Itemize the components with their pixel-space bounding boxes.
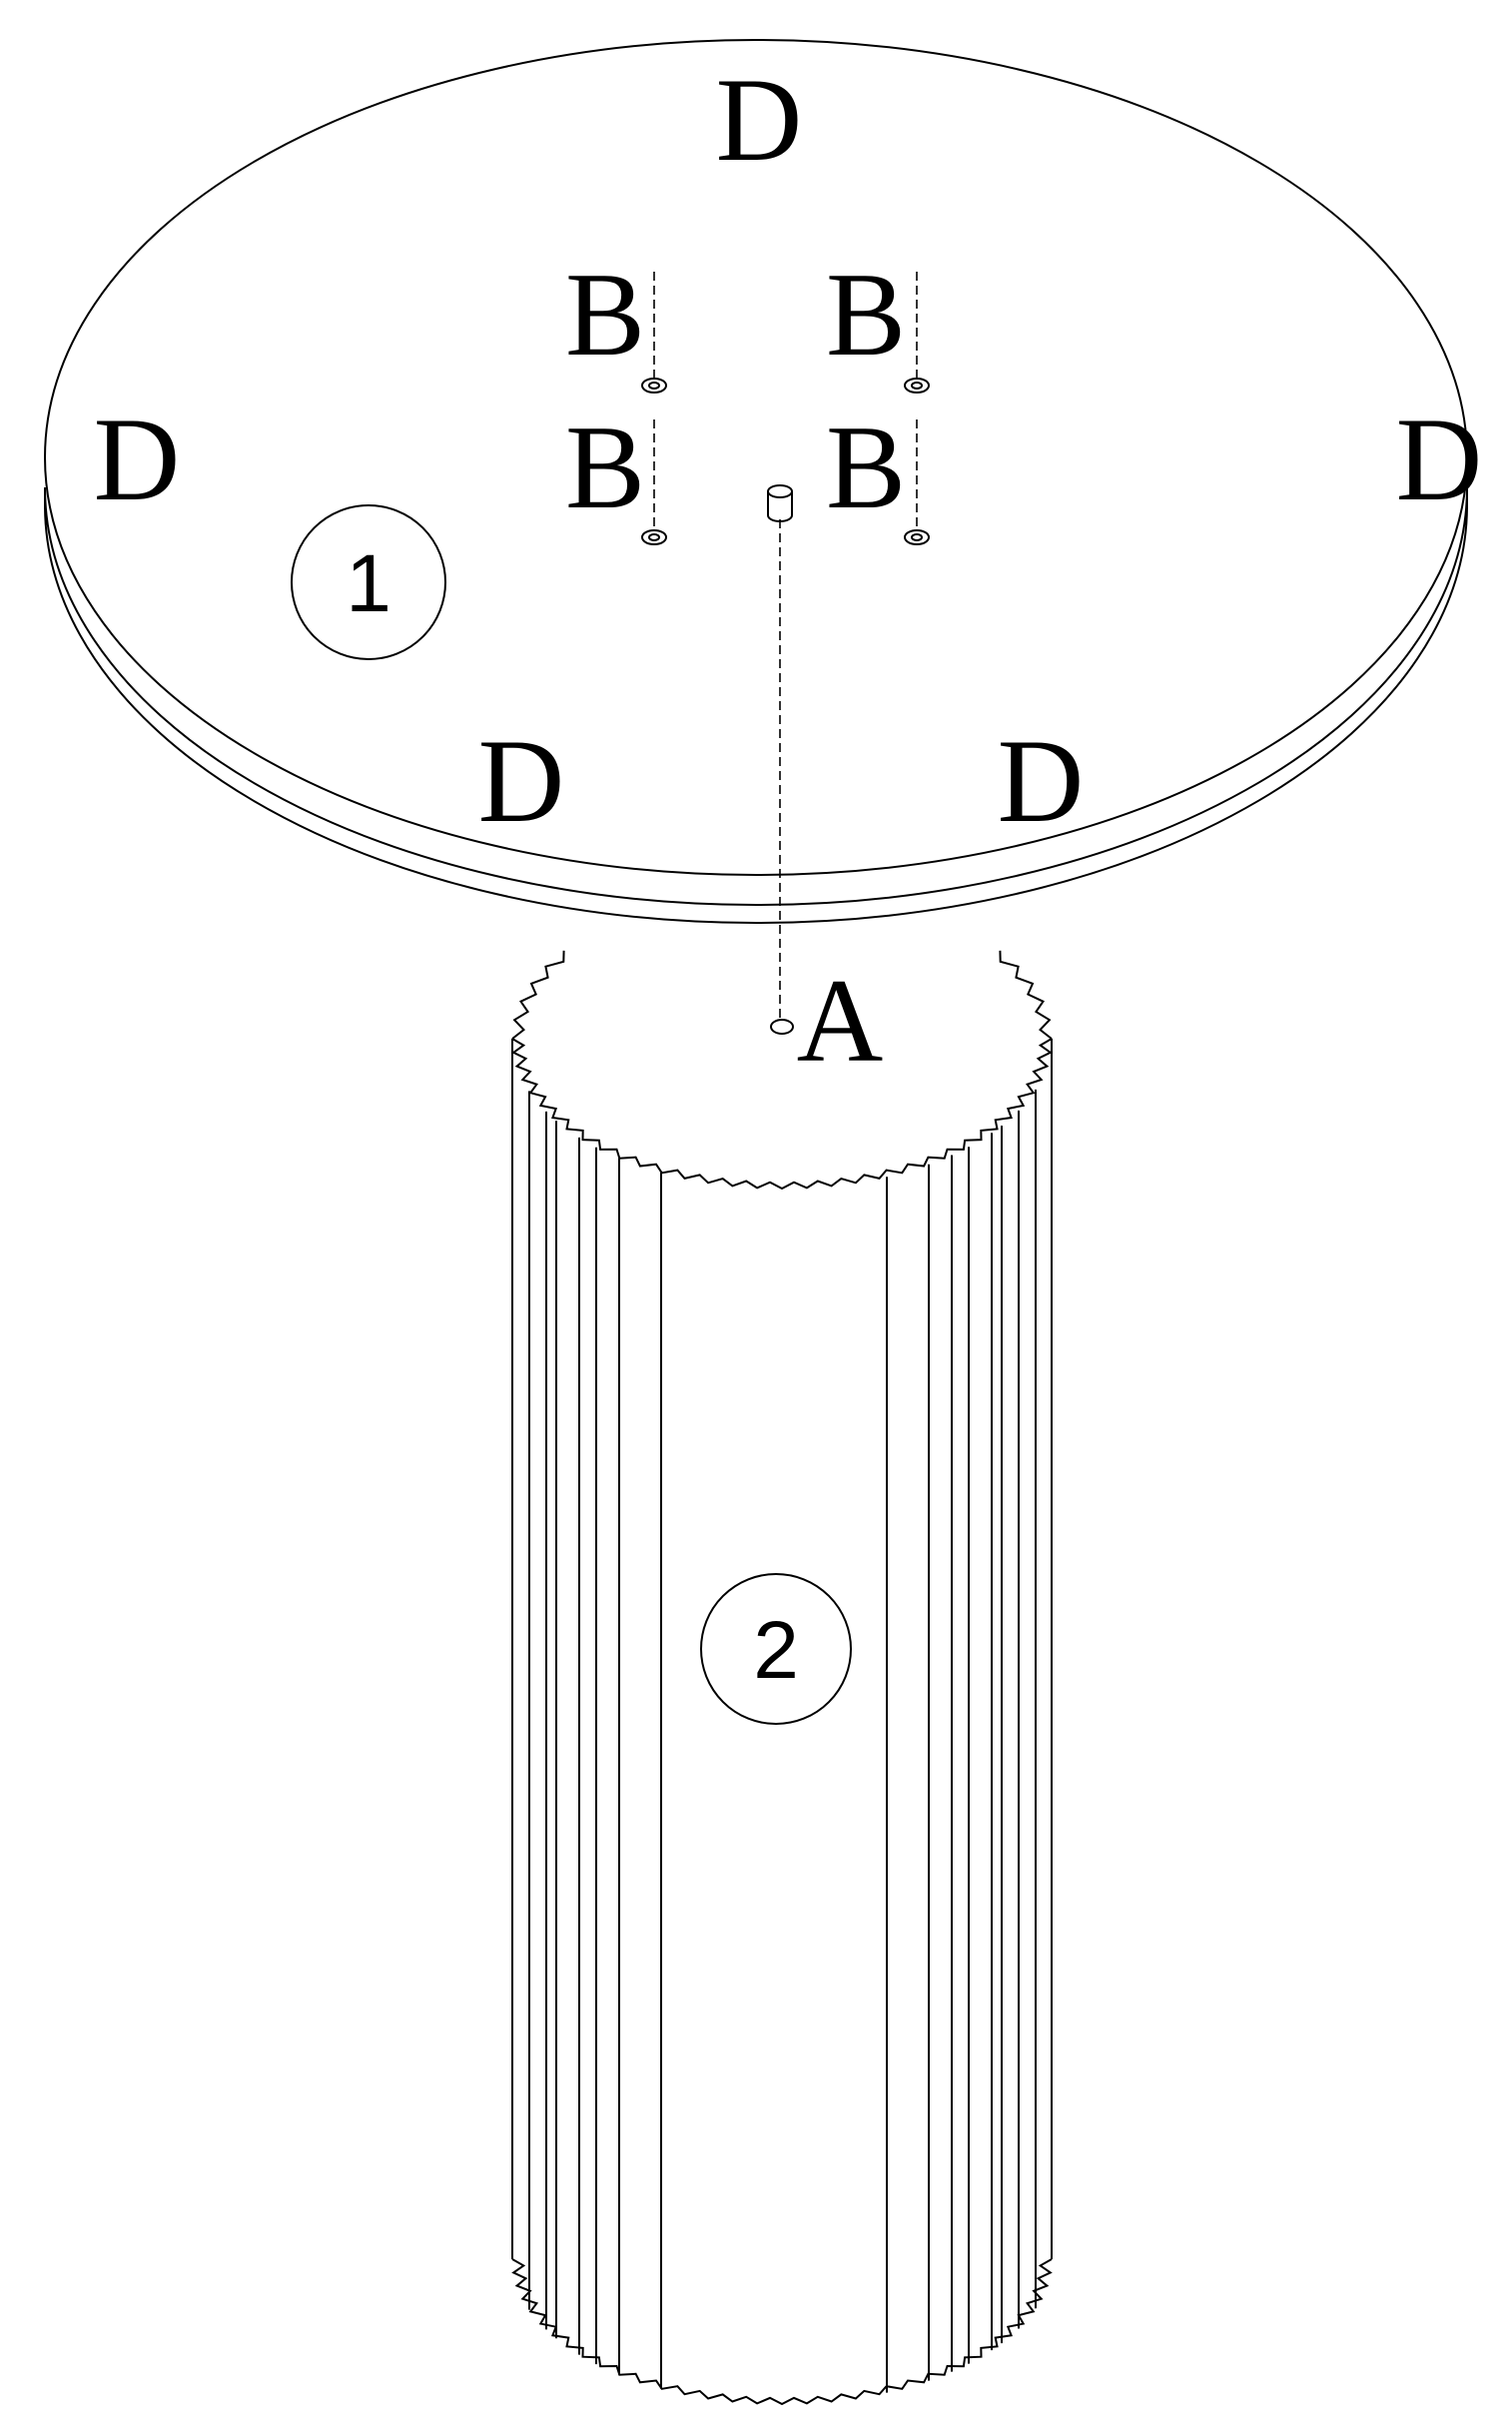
label-d-bottom-left: D xyxy=(478,714,565,847)
label-b-3: B xyxy=(565,401,645,533)
dowel-hole-a xyxy=(770,1019,794,1035)
tabletop xyxy=(44,39,1468,924)
tabletop-edge-band xyxy=(44,486,1468,924)
dowel xyxy=(767,484,793,1019)
pedestal xyxy=(511,950,1053,2406)
pedestal-top-back-edge xyxy=(511,950,1053,1040)
label-d-bottom-right: D xyxy=(998,714,1085,847)
pedestal-flutes xyxy=(511,1039,1053,2393)
label-b-4: B xyxy=(826,401,906,533)
label-b-1: B xyxy=(565,248,645,381)
label-a: A xyxy=(797,954,884,1087)
screws xyxy=(641,272,930,545)
part-number-1: 1 xyxy=(346,538,391,629)
label-d-left: D xyxy=(94,393,181,525)
tabletop-surface xyxy=(44,39,1468,876)
part-1-callout: 1 xyxy=(291,504,446,660)
pedestal-top-front-edge xyxy=(511,1038,1053,1191)
label-d-top: D xyxy=(716,53,803,186)
part-number-2: 2 xyxy=(753,1605,799,1696)
part-2-callout: 2 xyxy=(700,1573,852,1725)
pedestal-bottom-edge xyxy=(511,2258,1053,2406)
label-b-2: B xyxy=(826,248,906,381)
label-d-right: D xyxy=(1396,393,1483,525)
